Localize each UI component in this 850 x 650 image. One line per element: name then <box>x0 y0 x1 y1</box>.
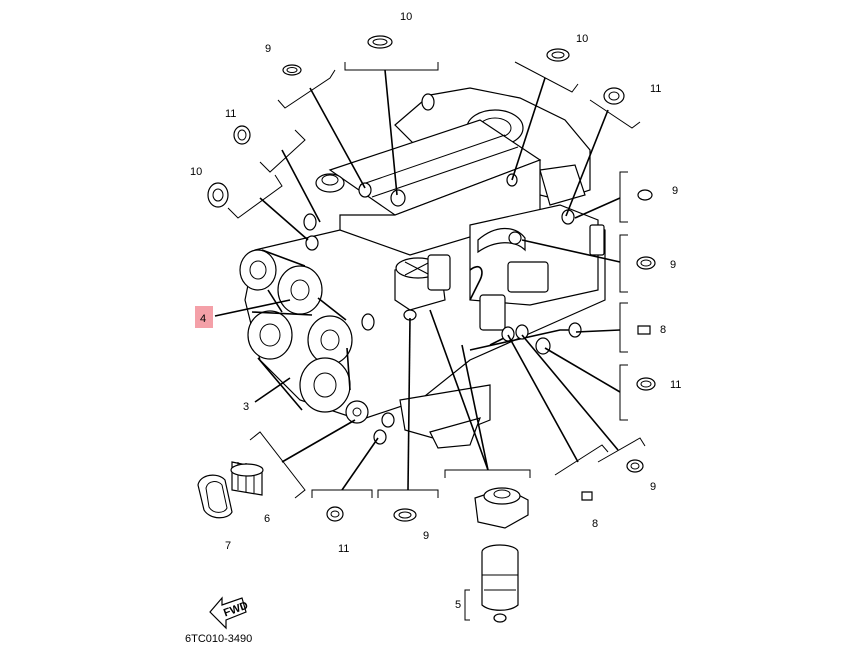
loose-parts: FWD <box>197 35 656 630</box>
callout-8-right[interactable]: 8 <box>660 324 666 336</box>
hose-clamp-icon <box>233 125 251 145</box>
hose-clamp-icon <box>326 506 344 522</box>
callout-9-bottom[interactable]: 9 <box>423 530 429 542</box>
callout-11-left[interactable]: 11 <box>225 108 236 120</box>
callout-11-top-right[interactable]: 11 <box>650 83 661 95</box>
callout-6[interactable]: 6 <box>264 513 270 525</box>
callout-9-right-2[interactable]: 9 <box>670 259 676 271</box>
filter-bracket-icon <box>474 487 529 529</box>
callout-10-top-right[interactable]: 10 <box>576 33 588 45</box>
callout-5[interactable]: 5 <box>455 599 461 611</box>
engine-assembly <box>239 87 606 449</box>
plug-icon <box>581 491 593 501</box>
callout-11-bottom[interactable]: 11 <box>338 543 349 555</box>
hose-clamp-icon <box>393 508 417 522</box>
fwd-arrow-icon <box>209 596 247 630</box>
callout-9-right-3[interactable]: 9 <box>650 481 656 493</box>
callout-8-bottom[interactable]: 8 <box>592 518 598 530</box>
oil-filter-icon <box>481 544 519 623</box>
callout-10-top[interactable]: 10 <box>400 11 412 23</box>
callout-4[interactable]: 4 <box>200 313 206 325</box>
callout-11-right[interactable]: 11 <box>670 379 681 391</box>
hose-clamp-icon <box>626 459 644 473</box>
hose-clamp-icon <box>636 256 656 270</box>
hose-clamp-icon <box>546 48 570 62</box>
leader-lines <box>214 61 646 499</box>
callouts: 10 9 10 11 11 10 9 9 4 8 3 11 9 6 7 11 9… <box>190 11 681 611</box>
plug-icon <box>637 325 651 335</box>
callout-3[interactable]: 3 <box>243 401 249 413</box>
hose-clamp-icon <box>603 87 625 105</box>
drawing-code: 6TC010-3490 <box>185 633 252 645</box>
callout-9-right-1[interactable]: 9 <box>672 185 678 197</box>
impeller-icon <box>230 461 264 496</box>
callout-7[interactable]: 7 <box>225 540 231 552</box>
gasket-icon <box>197 474 233 519</box>
hose-clamp-icon <box>637 189 653 201</box>
hose-clamp-icon <box>207 182 229 208</box>
hose-clamp-icon <box>367 35 393 49</box>
hose-clamp-icon <box>282 64 302 76</box>
callout-10-left[interactable]: 10 <box>190 166 202 178</box>
callout-5-bracket <box>464 589 470 621</box>
highlight-box <box>195 306 213 328</box>
callout-9-top-left[interactable]: 9 <box>265 43 271 55</box>
hose-clamp-icon <box>636 377 656 391</box>
